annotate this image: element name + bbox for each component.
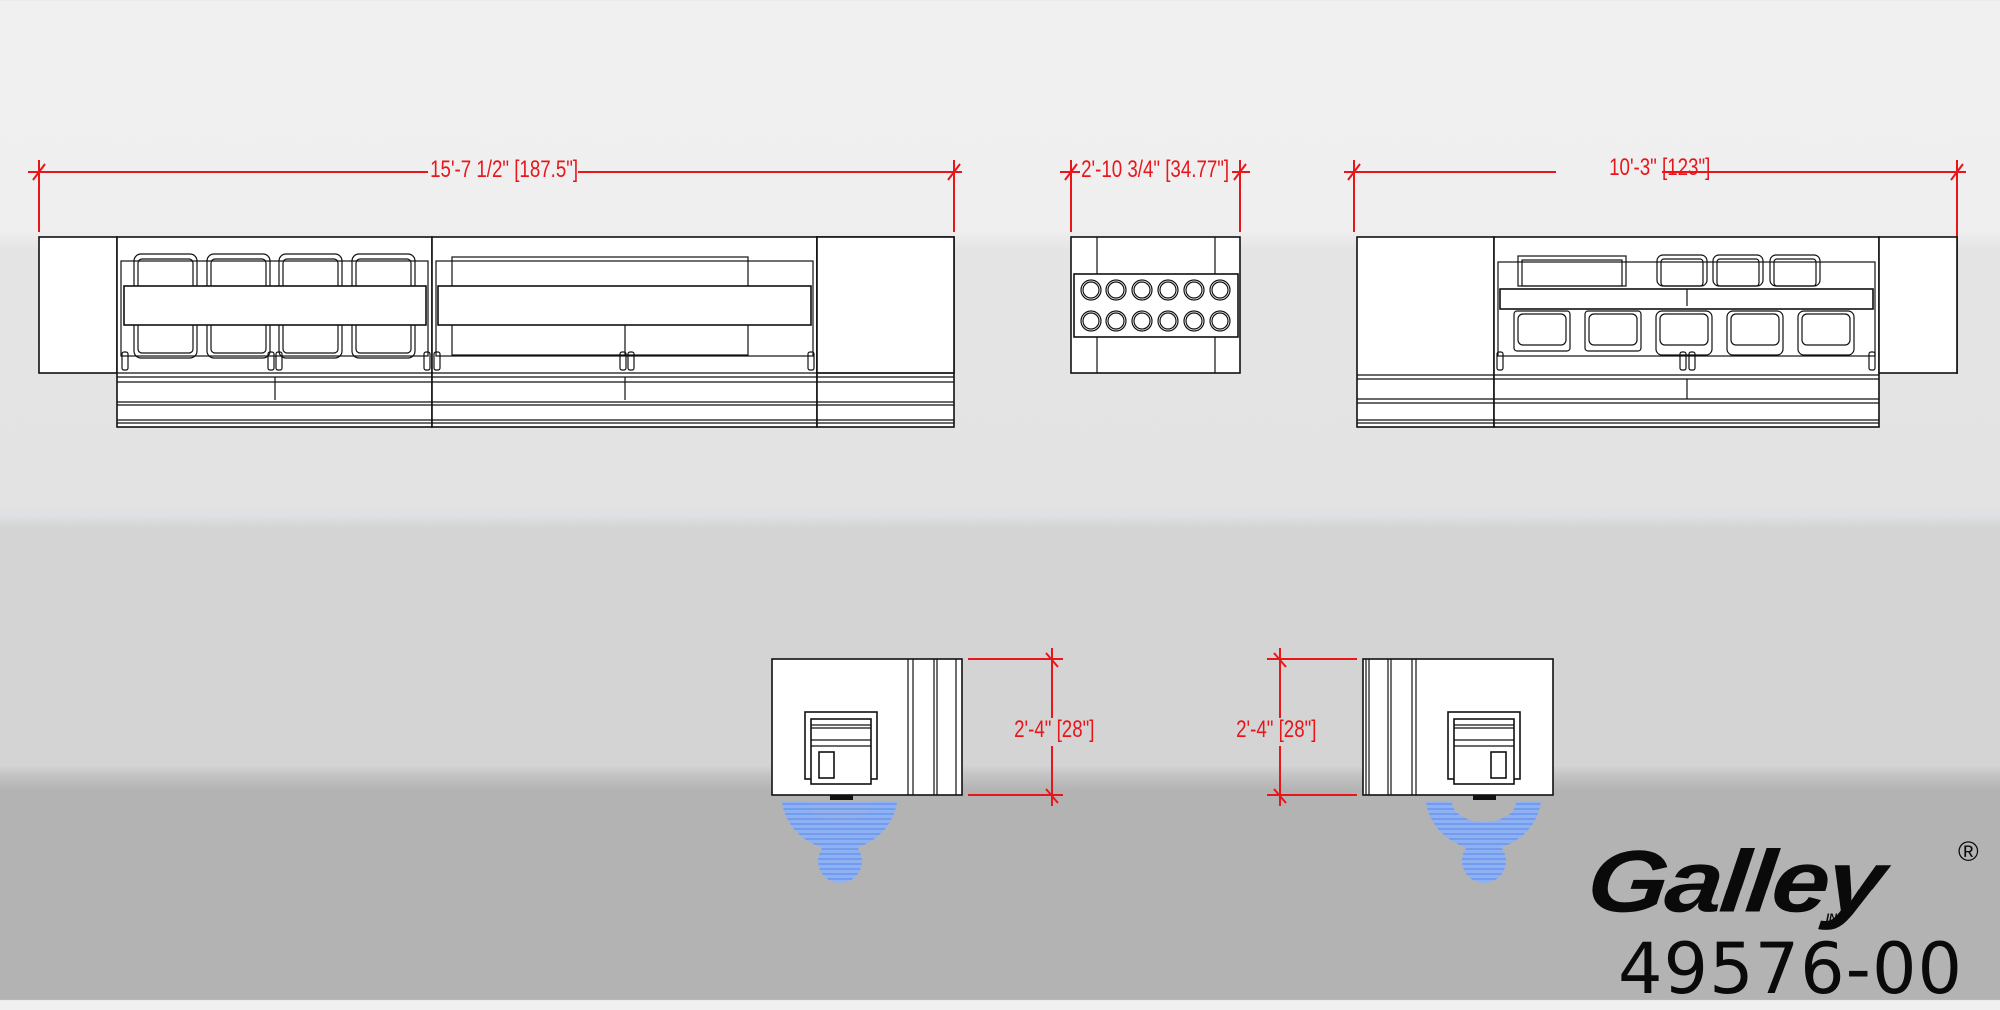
pan-wells-right-bottom [1513, 310, 1855, 356]
operator-zone-right [1426, 802, 1541, 883]
dimension-line-elev-right [1267, 648, 1357, 806]
pan-wells-right-top [1517, 254, 1821, 287]
dimension-label-left: 15'-7 1/2" [187.5"] [430, 156, 579, 183]
dimension-label-elev-right: 2'-4" [28"] [1236, 716, 1317, 743]
elevation-right-view [1267, 648, 1554, 883]
dispenser-nozzles [1080, 279, 1231, 332]
dimension-label-right: 10'-3" [123"] [1609, 154, 1711, 181]
register-icon-left [804, 711, 878, 800]
part-number: 49576-00 [1618, 928, 1964, 1010]
plan-right-view [1344, 160, 1966, 428]
dimension-line-left [28, 160, 962, 232]
plan-left-view [28, 160, 962, 428]
dimension-label-middle: 2'-10 3/4" [34.77"] [1081, 156, 1230, 183]
dimension-label-elev-left: 2'-4" [28"] [1014, 716, 1095, 743]
registered-mark: ® [1958, 836, 1979, 867]
brand-suffix: INC. [1826, 912, 1848, 924]
elevation-left-view [771, 648, 1063, 883]
dimension-line-elev-left [968, 648, 1063, 806]
plan-middle-view [1060, 160, 1250, 374]
dimension-line-middle [1060, 160, 1250, 232]
operator-zone-left [782, 802, 897, 883]
register-icon-right [1447, 711, 1521, 800]
